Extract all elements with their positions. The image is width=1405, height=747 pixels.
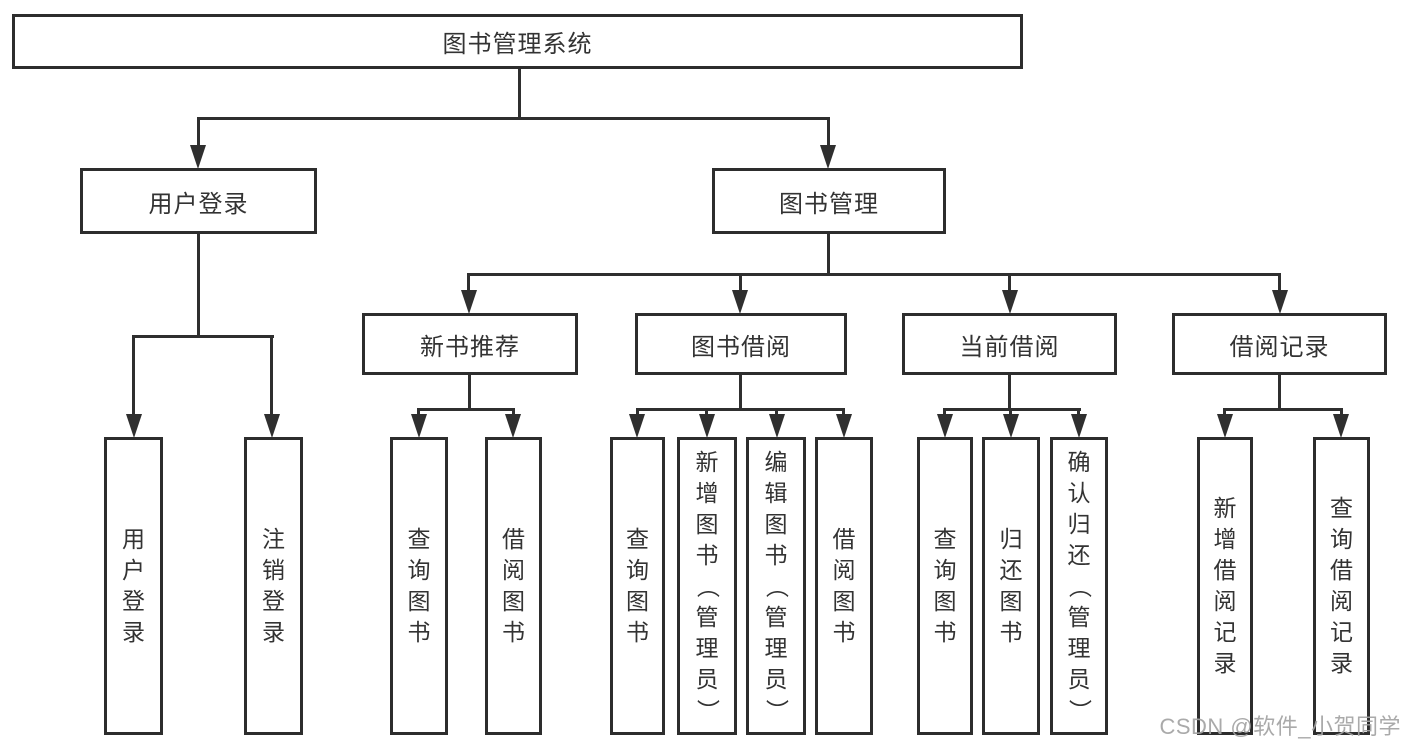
leaf-records-add-record-label: 新增借阅记录 — [1213, 495, 1237, 676]
leaf-current-return-books: 归还图书 — [982, 437, 1040, 735]
node-book-borrow-label: 图书借阅 — [691, 333, 791, 361]
connector-line — [1223, 408, 1226, 416]
arrow-down-icon — [820, 145, 836, 169]
leaf-newrec-borrow-books: 借阅图书 — [485, 437, 542, 735]
connector-line — [417, 408, 515, 411]
connector-line — [512, 408, 515, 416]
leaf-user-login-label: 用户登录 — [122, 526, 145, 645]
connector-line — [132, 335, 135, 416]
connector-line — [943, 408, 946, 416]
leaf-logout: 注销登录 — [244, 437, 303, 735]
connector-line — [775, 408, 778, 416]
connector-line — [197, 233, 200, 335]
connector-line — [132, 335, 274, 338]
connector-line — [417, 408, 420, 416]
arrow-down-icon — [732, 290, 748, 314]
node-root-label: 图书管理系统 — [442, 31, 593, 58]
arrow-down-icon — [411, 414, 427, 438]
node-book-management-label: 图书管理 — [779, 190, 879, 218]
node-borrow-records-label: 借阅记录 — [1229, 333, 1330, 361]
leaf-records-add-record: 新增借阅记录 — [1197, 437, 1253, 735]
arrow-down-icon — [836, 414, 852, 438]
arrow-down-icon — [937, 414, 953, 438]
connector-line — [827, 233, 830, 273]
arrow-down-icon — [505, 414, 521, 438]
node-book-management: 图书管理 — [712, 168, 946, 234]
leaf-newrec-query-books: 查询图书 — [390, 437, 448, 735]
arrow-down-icon — [126, 414, 142, 438]
leaf-current-return-books-label: 归还图书 — [999, 526, 1023, 645]
leaf-borrow-edit-books-admin-label: 编辑图书（管理员） — [763, 448, 790, 722]
connector-line — [842, 408, 845, 416]
arrow-down-icon — [1272, 290, 1288, 314]
connector-line — [1077, 408, 1080, 416]
leaf-borrow-borrow-books: 借阅图书 — [815, 437, 873, 735]
connector-line — [1008, 273, 1011, 291]
connector-line — [1340, 408, 1343, 416]
leaf-records-query-record: 查询借阅记录 — [1313, 437, 1370, 735]
leaf-borrow-query-books: 查询图书 — [610, 437, 665, 735]
arrow-down-icon — [1333, 414, 1349, 438]
connector-line — [468, 375, 471, 408]
connector-line — [705, 408, 708, 416]
connector-line — [467, 273, 470, 291]
leaf-current-query-books: 查询图书 — [917, 437, 973, 735]
connector-line — [197, 117, 200, 147]
node-borrow-records: 借阅记录 — [1172, 313, 1387, 375]
connector-line — [636, 408, 639, 416]
node-root: 图书管理系统 — [12, 14, 1023, 69]
connector-line — [636, 408, 845, 411]
csdn-watermark: CSDN @软件_小贺同学 — [1159, 714, 1401, 739]
connector-line — [1278, 375, 1281, 408]
connector-line — [943, 408, 1081, 411]
arrow-down-icon — [264, 414, 280, 438]
leaf-current-query-books-label: 查询图书 — [933, 526, 957, 645]
connector-line — [468, 273, 1281, 276]
leaf-borrow-edit-books-admin: 编辑图书（管理员） — [746, 437, 806, 735]
node-current-borrow-label: 当前借阅 — [959, 333, 1060, 361]
node-user-login-label: 用户登录 — [148, 190, 249, 218]
connector-line — [270, 335, 273, 416]
leaf-borrow-add-books-admin-label: 新增图书（管理员） — [694, 448, 721, 722]
connector-line — [1008, 375, 1011, 408]
arrow-down-icon — [1217, 414, 1233, 438]
leaf-records-query-record-label: 查询借阅记录 — [1330, 495, 1353, 676]
arrow-down-icon — [1071, 414, 1087, 438]
leaf-borrow-add-books-admin: 新增图书（管理员） — [677, 437, 737, 735]
node-user-login: 用户登录 — [80, 168, 317, 234]
leaf-current-confirm-return-admin-label: 确认归还（管理员） — [1066, 448, 1093, 722]
node-new-book-recommend: 新书推荐 — [362, 313, 578, 375]
arrow-down-icon — [190, 145, 206, 169]
leaf-borrow-borrow-books-label: 借阅图书 — [832, 526, 856, 645]
leaf-user-login: 用户登录 — [104, 437, 163, 735]
connector-line — [1223, 408, 1343, 411]
leaf-borrow-query-books-label: 查询图书 — [626, 526, 649, 645]
node-current-borrow: 当前借阅 — [902, 313, 1117, 375]
connector-line — [827, 117, 830, 147]
leaf-current-confirm-return-admin: 确认归还（管理员） — [1050, 437, 1108, 735]
connector-line — [518, 69, 521, 117]
connector-line — [197, 117, 830, 120]
leaf-newrec-borrow-books-label: 借阅图书 — [502, 526, 525, 645]
leaf-newrec-query-books-label: 查询图书 — [407, 526, 431, 645]
leaf-logout-label: 注销登录 — [262, 526, 285, 645]
arrow-down-icon — [699, 414, 715, 438]
node-book-borrow: 图书借阅 — [635, 313, 847, 375]
arrow-down-icon — [629, 414, 645, 438]
node-new-book-recommend-label: 新书推荐 — [420, 333, 520, 361]
arrow-down-icon — [1003, 414, 1019, 438]
connector-line — [739, 375, 742, 408]
arrow-down-icon — [769, 414, 785, 438]
arrow-down-icon — [1002, 290, 1018, 314]
connector-line — [1278, 273, 1281, 291]
connector-line — [739, 273, 742, 291]
connector-line — [1009, 408, 1012, 416]
arrow-down-icon — [461, 290, 477, 314]
